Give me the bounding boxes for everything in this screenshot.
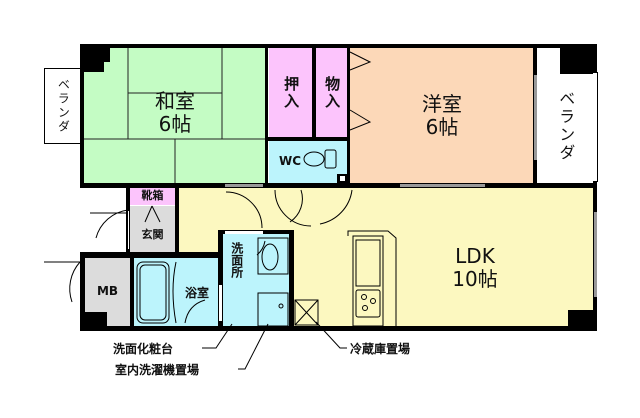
senmen-door[interactable] xyxy=(225,231,263,234)
yoshitsu-size: 6帖 xyxy=(425,114,459,139)
wall-closet-yoshitsu xyxy=(347,48,350,188)
room-mb: MB xyxy=(85,258,130,326)
wall-bath-senmen xyxy=(218,230,223,330)
mb-label: MB xyxy=(96,284,119,299)
room-wc: WC xyxy=(269,141,347,183)
front-door[interactable] xyxy=(127,210,130,250)
yokushitsu-label: 浴室 xyxy=(184,286,209,301)
genkan-label: 玄関 xyxy=(141,228,164,242)
room-yokushitsu xyxy=(134,258,219,326)
veranda-left-label: ベランダ xyxy=(56,78,71,134)
column-veranda-right xyxy=(560,48,593,74)
wall-washitsu-closet xyxy=(265,48,268,188)
room-senmenjo: 洗面所 xyxy=(223,234,290,326)
hall-ldk-fill xyxy=(294,188,316,230)
closet-oshiire: 押入 xyxy=(269,48,312,137)
oshiire-label: 押入 xyxy=(282,75,301,110)
annotation-fridge: 冷蔵庫置場 xyxy=(350,342,411,356)
washitsu-size: 6帖 xyxy=(158,112,192,136)
yoshitsu-name: 洋室 xyxy=(422,91,462,116)
ldk-label: LDK 10帖 xyxy=(420,240,530,296)
washitsu-name: 和室 xyxy=(155,89,195,113)
wall-closet-divider xyxy=(312,48,316,140)
window-yoshitsu-ldk xyxy=(400,184,485,187)
monoire-label: 物入 xyxy=(323,75,342,110)
window-ldk xyxy=(594,212,597,297)
ldk-size: 10帖 xyxy=(452,267,498,291)
wall-mb-bath xyxy=(130,252,134,331)
getabako-label: 靴箱 xyxy=(141,189,164,203)
room-ldk xyxy=(294,188,593,326)
outer-wall-bottom xyxy=(80,326,597,331)
room-genkan: 玄関 xyxy=(130,206,175,252)
ldk-name: LDK xyxy=(455,244,495,268)
mb-corner xyxy=(85,312,107,326)
room-yoshitsu: 洋室 6帖 xyxy=(350,48,534,183)
wc-label: WC xyxy=(279,154,302,169)
bath-door[interactable] xyxy=(219,285,222,321)
outer-wall-top xyxy=(80,44,597,48)
wall-mb-block xyxy=(80,252,220,258)
closet-monoire: 物入 xyxy=(316,48,347,137)
outer-wall-left xyxy=(80,44,84,187)
wall-senmen-ldk xyxy=(289,230,294,330)
wall-entry-right xyxy=(175,186,179,256)
veranda-right-label: ベランダ xyxy=(556,89,576,162)
wall-mb-left xyxy=(80,252,85,331)
window-washitsu-hall xyxy=(225,184,263,187)
ldk-corner-column xyxy=(568,310,593,326)
annotation-washer: 室内洗濯機置場 xyxy=(115,363,200,377)
annotation-vanity: 洗面化粧台 xyxy=(113,342,174,356)
getabako: 靴箱 xyxy=(130,188,175,205)
window-yoshitsu xyxy=(534,75,537,160)
washitsu-label: 和室 6帖 xyxy=(128,88,222,138)
senmenjo-label: 洗面所 xyxy=(229,242,244,278)
yokushitsu-label-box: 浴室 xyxy=(176,284,218,304)
middle-wall xyxy=(80,183,597,188)
veranda-right-rail xyxy=(593,72,598,182)
veranda-left: ベランダ xyxy=(44,68,80,144)
wall-closet-wc xyxy=(265,137,350,141)
column-washitsu-2 xyxy=(84,48,110,62)
